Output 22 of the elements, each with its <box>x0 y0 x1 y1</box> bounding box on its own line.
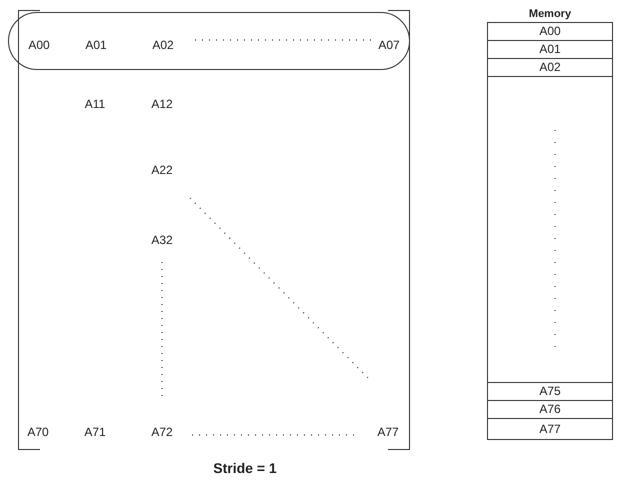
memory-cell: A77 <box>488 418 612 440</box>
matrix-element: A77 <box>377 425 399 439</box>
memory-cell: A76 <box>488 400 612 418</box>
memory-cell: A00 <box>488 22 612 40</box>
matrix-element: A07 <box>378 38 400 52</box>
matrix-element: A72 <box>151 425 173 439</box>
matrix-element: A71 <box>84 425 106 439</box>
matrix-element: A70 <box>27 425 49 439</box>
matrix-element: A01 <box>85 38 107 52</box>
memory-cell: A01 <box>488 40 612 58</box>
matrix-element: A11 <box>84 97 106 111</box>
memory-column <box>487 22 613 440</box>
matrix-element: A22 <box>151 163 173 177</box>
memory-cell: A75 <box>488 382 612 400</box>
matrix-element: A00 <box>28 38 50 52</box>
matrix-element: A02 <box>152 38 174 52</box>
row-highlight <box>8 12 410 70</box>
memory-cell: A02 <box>488 58 612 76</box>
matrix-element: A32 <box>151 233 173 247</box>
column-heading: Memory <box>528 8 572 20</box>
caption: Stride = 1 <box>213 460 277 476</box>
matrix-element: A12 <box>151 97 173 111</box>
